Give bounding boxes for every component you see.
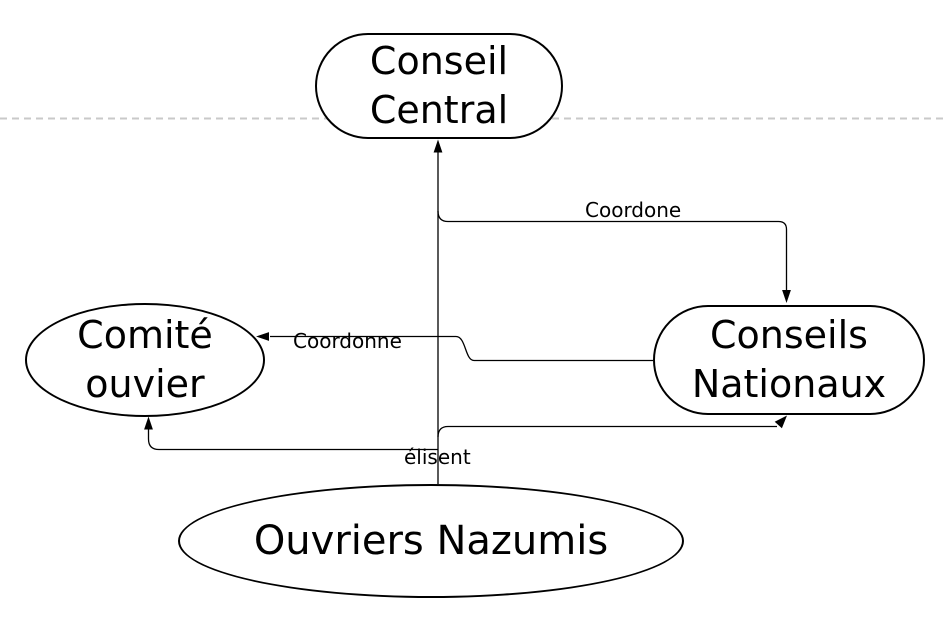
node-label-line: Central — [369, 88, 509, 132]
node-ouvriers-nazumis-label: Ouvriers Nazumis — [254, 518, 608, 564]
node-conseil-central-label: Conseil Central — [370, 37, 508, 135]
edge-label-coordonne[interactable]: Coordonne — [293, 329, 402, 353]
node-label-line: Ouvriers Nazumis — [253, 518, 609, 564]
arrowhead-left-comite-ouvier-icon — [256, 332, 269, 341]
node-label-line: Comité — [77, 313, 213, 357]
node-label-line: ouvier — [85, 362, 205, 406]
node-label-line: Nationaux — [691, 362, 887, 406]
edge-label-coordone[interactable]: Coordone — [585, 198, 682, 222]
arrowhead-upright-conseils-nationaux-icon — [774, 415, 787, 429]
edge-elisent-to-conseils-nationaux[interactable] — [437, 425, 777, 438]
arrowhead-down-conseils-nationaux-icon — [782, 290, 791, 303]
edge-label-elisent[interactable]: élisent — [404, 445, 471, 469]
node-conseils-nationaux[interactable]: Conseils Nationaux — [653, 305, 925, 415]
node-label-line: Conseil — [369, 39, 509, 83]
node-conseil-central[interactable]: Conseil Central — [315, 33, 563, 139]
edge-elisent-to-comite-ouvier[interactable] — [147, 429, 439, 451]
edge-coordonne[interactable] — [270, 335, 653, 362]
node-conseils-nationaux-label: Conseils Nationaux — [692, 311, 886, 409]
edge-coordone[interactable] — [437, 210, 788, 290]
node-comite-ouvier[interactable]: Comité ouvier — [25, 303, 265, 417]
node-label-line: Conseils — [710, 313, 868, 357]
arrowhead-up-comite-ouvier-icon — [144, 416, 153, 430]
node-comite-ouvier-label: Comité ouvier — [77, 311, 213, 409]
arrowhead-up-conseil-central-icon — [433, 139, 443, 153]
node-ouvriers-nazumis[interactable]: Ouvriers Nazumis — [178, 484, 684, 598]
